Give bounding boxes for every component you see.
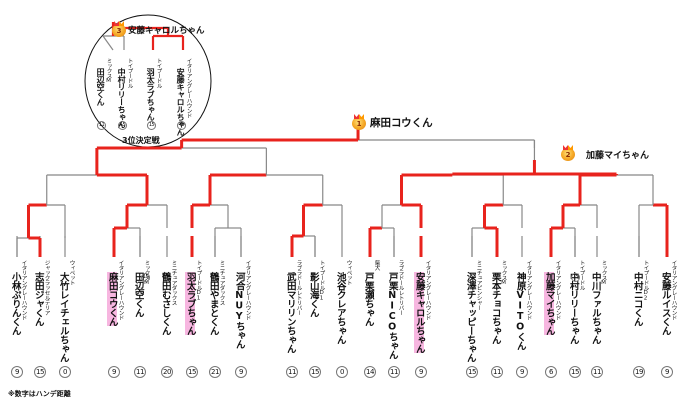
third-entrant-handicap: 9: [177, 121, 186, 130]
entrant-handicap: 15: [309, 366, 321, 378]
entrant-breed: ミニチュアダックス: [218, 260, 225, 305]
third-place-medal-icon: 3: [112, 24, 126, 37]
entrant-name: 影山海くん: [307, 272, 319, 317]
entrant-breed: イタリアングレーハウンド: [670, 260, 677, 320]
entrant-handicap: 9: [235, 366, 247, 378]
entrant-handicap: 11: [286, 366, 298, 378]
entrant-handicap: 0: [336, 366, 348, 378]
entrant-handicap: 0: [59, 366, 71, 378]
entrant-name: 中川ファルちゃん: [589, 272, 601, 344]
entrant-name: 加藤マイちゃん: [543, 272, 555, 335]
entrant-name: 羽太ラブちゃん: [184, 272, 196, 335]
entrant-breed: トイプードルD2: [642, 260, 649, 301]
entrant-breed: トイプードルD1: [318, 260, 325, 301]
entrant-breed: ウィペット: [68, 260, 75, 285]
third-entrant-breed: ミックスM: [105, 58, 112, 84]
entrant-handicap: 9: [516, 366, 528, 378]
third-bracket-line: [102, 35, 114, 51]
entrant-breed: ミニチュアダックス: [170, 260, 177, 305]
entrant-handicap: 21: [209, 366, 221, 378]
entrant-breed: イタリアングレーハウンド: [525, 260, 532, 320]
runner-up-name: 加藤マイちゃん: [586, 151, 650, 161]
entrant-handicap: 9: [661, 366, 673, 378]
entrant-name: 中村ニコくん: [631, 272, 643, 326]
entrant-breed: イタリアングレーハウンド: [244, 260, 251, 320]
entrant-name: 小林ぷりんくん: [9, 272, 21, 335]
entrant-handicap: 6: [545, 366, 557, 378]
third-entrant-breed: イタリアングレーハウンド: [185, 58, 192, 118]
entrant-breed: ミニチュアピンシャー: [475, 260, 482, 310]
entrant-handicap: 11: [388, 366, 400, 378]
entrant-breed: イタリアングレーハウンド: [20, 260, 27, 320]
third-entrant-breed: トイプードル: [155, 58, 162, 88]
entrant-name: 鶴田やまとくん: [207, 272, 219, 335]
third-entrant-name: 中村リリーちゃん: [117, 68, 127, 128]
entrant-breed: ラブラドールレトリバー: [295, 260, 302, 315]
champion-rank: 1: [356, 119, 362, 128]
third-place-match-label: 3位決定戦: [122, 136, 160, 145]
entrant-name: 栗本チョコちゃん: [489, 272, 501, 344]
entrant-breed: ミックスM: [600, 260, 607, 286]
entrant-breed: ミックスM: [143, 260, 150, 286]
entrant-breed: 柴犬: [373, 260, 380, 270]
third-entrant-handicap: 15: [147, 121, 156, 130]
entrant-name: 河合NUYちゃん: [233, 272, 245, 349]
entrant-name: 大竹レイチェルちゃん: [57, 272, 69, 362]
entrant-handicap: 9: [11, 366, 23, 378]
entrant-breed: ジャックラッセルテリア: [43, 260, 50, 315]
entrant-name: 池谷クレアちゃん: [334, 272, 346, 344]
third-place-name: 安藤キャロルちゃん: [128, 26, 205, 36]
entrant-handicap: 11: [134, 366, 146, 378]
runner-up-medal-icon: 2: [561, 148, 575, 161]
entrant-handicap: 11: [491, 366, 503, 378]
entrant-name: 鶴田むさしくん: [159, 272, 171, 335]
footnote: ※数字はハンデ距離: [8, 390, 71, 398]
entrant-breed: イタリアングレーハウンド: [424, 260, 431, 320]
entrant-handicap: 14: [364, 366, 376, 378]
entrant-breed: トイプードルD1: [195, 260, 202, 301]
entrant-handicap: 20: [161, 366, 173, 378]
entrant-name: 神原VITOくん: [514, 272, 526, 350]
entrant-breed: ウィペット: [345, 260, 352, 285]
entrant-handicap: 15: [569, 366, 581, 378]
runner-up-rank: 2: [565, 150, 571, 159]
entrant-name: 安藤ルイスくん: [659, 272, 671, 335]
wildcard-handicap-2: 15: [571, 273, 580, 282]
entrant-name: 麻田コウくん: [106, 272, 118, 326]
entrant-handicap: 15: [186, 366, 198, 378]
third-entrant-name: 田辺空くん: [96, 68, 106, 106]
third-entrant-handicap: 15: [118, 121, 127, 130]
entrant-breed: ラブラドールレトリバー: [397, 260, 404, 315]
third-entrant-name: 羽太ラブちゃん: [146, 68, 156, 121]
entrant-name: 戸栗NICOちゃん: [386, 272, 398, 359]
champion-name: 麻田コウくん: [370, 117, 433, 129]
entrant-handicap: 15: [466, 366, 478, 378]
entrant-handicap: 9: [108, 366, 120, 378]
entrant-breed: トイプードル: [578, 260, 585, 290]
entrant-name: 安藤キャロルちゃん: [413, 272, 425, 353]
champion-medal-icon: 1: [352, 117, 366, 130]
entrant-handicap: 19: [633, 366, 645, 378]
entrant-name: 田辺空くん: [132, 272, 144, 317]
entrant-breed: イタリアングレーハウンド: [117, 260, 124, 320]
entrant-handicap: 15: [34, 366, 46, 378]
entrant-name: 志田ジャくん: [32, 272, 44, 326]
third-entrant-handicap: 11: [97, 121, 106, 130]
entrant-handicap: 11: [591, 366, 603, 378]
wildcard-handicap: 15: [141, 273, 150, 282]
third-place-rank: 3: [116, 26, 122, 35]
third-entrant-breed: トイプードル: [126, 58, 133, 88]
entrant-breed: イタリアングレーハウンド: [554, 260, 561, 320]
entrant-name: 中村リリーちゃん: [567, 272, 579, 344]
entrant-name: 深澤チャッピーちゃん: [464, 272, 476, 362]
entrant-breed: ミックスM: [500, 260, 507, 286]
entrant-handicap: 9: [415, 366, 427, 378]
entrant-name: 武田マリリンちゃん: [284, 272, 296, 353]
entrant-name: 戸栗瀬ちゃん: [362, 272, 374, 326]
third-entrant-name: 安藤キャロルちゃん: [176, 68, 186, 136]
